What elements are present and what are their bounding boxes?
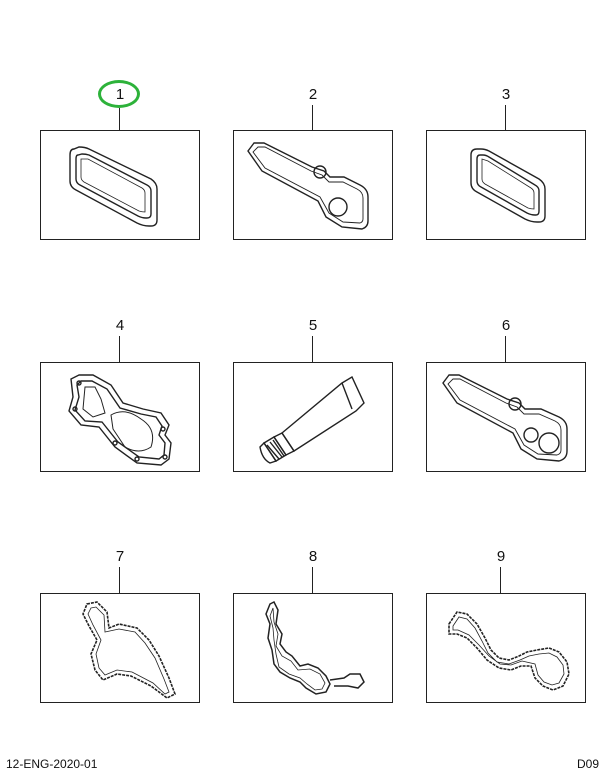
- housing-gasket-icon: [442, 374, 568, 462]
- part-box-1[interactable]: [40, 130, 200, 240]
- part-box-6[interactable]: [426, 362, 586, 472]
- part-box-5[interactable]: [233, 362, 393, 472]
- callout-number: 5: [308, 317, 318, 334]
- part-box-9[interactable]: [426, 593, 586, 703]
- page-code: D09: [577, 757, 600, 771]
- timing-cover-gasket-icon: [68, 374, 172, 466]
- selected-item-highlight: [98, 80, 140, 108]
- leader-line: [312, 567, 314, 593]
- document-code: 12-ENG-2020-01: [6, 757, 98, 771]
- leader-line: [312, 336, 314, 362]
- callout-number: 6: [501, 317, 511, 334]
- leader-line: [119, 567, 121, 593]
- callout-number: 4: [115, 317, 125, 334]
- callout-number: 1: [115, 86, 125, 103]
- valve-cover-gasket-icon: [69, 146, 158, 227]
- oil-pan-gasket-icon: [82, 601, 177, 699]
- thermostat-gasket-icon: [448, 611, 570, 691]
- callout-number: 7: [115, 548, 125, 565]
- part-box-2[interactable]: [233, 130, 393, 240]
- part-box-4[interactable]: [40, 362, 200, 472]
- callout-number: 3: [501, 86, 511, 103]
- sealant-tube-icon: [259, 375, 365, 464]
- leader-line: [119, 108, 121, 130]
- leader-line: [312, 105, 314, 130]
- leader-line: [500, 567, 502, 593]
- housing-gasket-icon: [247, 142, 369, 230]
- part-box-3[interactable]: [426, 130, 586, 240]
- manifold-gasket-icon: [265, 600, 365, 695]
- callout-number: 9: [496, 548, 506, 565]
- part-box-8[interactable]: [233, 593, 393, 703]
- leader-line: [505, 336, 507, 362]
- part-box-7[interactable]: [40, 593, 200, 703]
- leader-line: [505, 105, 507, 130]
- callout-number: 8: [308, 548, 318, 565]
- leader-line: [119, 336, 121, 362]
- callout-number: 2: [308, 86, 318, 103]
- valve-cover-gasket-icon: [470, 148, 546, 223]
